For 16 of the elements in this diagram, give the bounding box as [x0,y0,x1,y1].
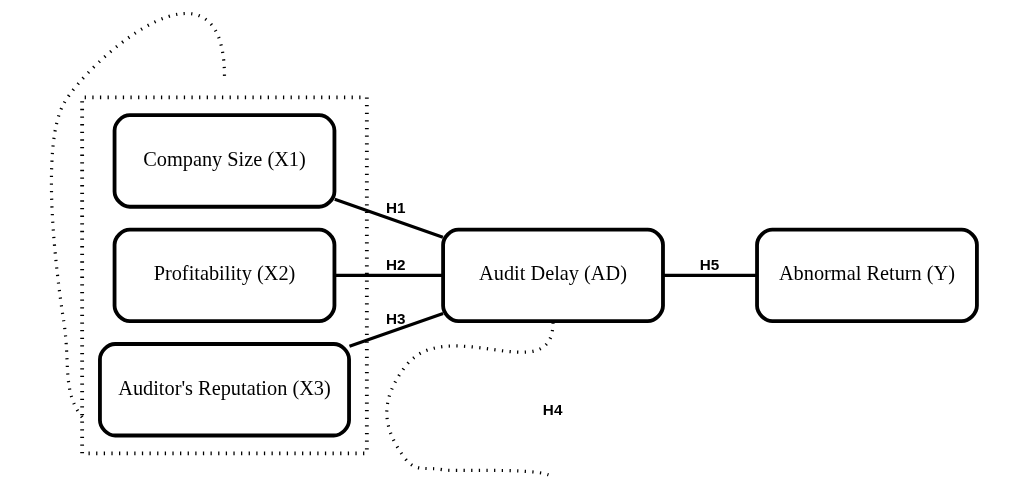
label: H4 [542,401,563,419]
edge-label: H3 [385,310,406,328]
connector [334,197,444,239]
connector [49,12,227,419]
node-box: Abnormal Return (Y) [755,227,979,323]
edge-label: H5 [699,255,720,273]
node-box: Auditor's Reputation (X3) [98,342,351,438]
node-box: Company Size (X1) [112,113,337,209]
connector [663,273,757,277]
edge-label: H2 [385,255,406,273]
node-box: Profitability (X2) [112,227,337,323]
node-box: Audit Delay (AD) [441,227,665,323]
edge-label: H1 [385,198,406,216]
connector [334,273,443,277]
connector [348,312,444,348]
cluster [80,95,369,456]
